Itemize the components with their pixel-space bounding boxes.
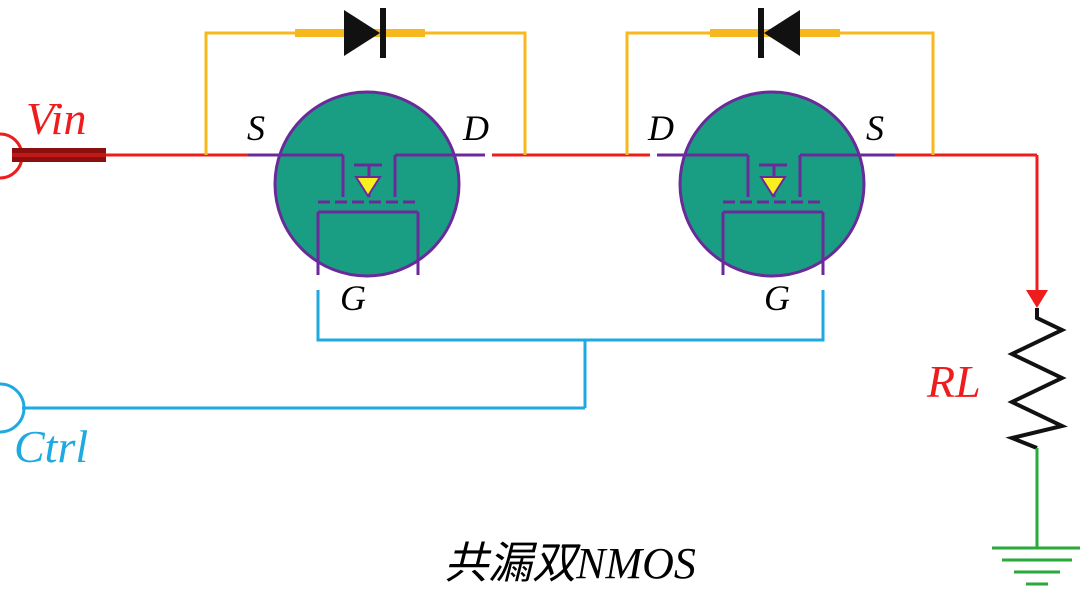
mosfet-q1 [248,90,485,278]
q2-drain-label: D [647,108,674,148]
q1-source-label: S [247,108,265,148]
power-path [106,153,1039,292]
ctrl-terminal [0,382,26,434]
q1-gate-label: G [340,278,366,318]
q2-source-label: S [866,108,884,148]
vin-label: Vin [26,93,86,144]
gate-control-path [22,290,825,410]
load-resistor-icon [1005,308,1068,450]
mosfet-q2 [657,90,895,278]
q1-channel-arrow-icon [354,176,382,198]
body-diode-1-icon [295,8,425,58]
ground-icon [992,448,1080,586]
q1-drain-label: D [462,108,489,148]
body-diode-2-icon [710,8,840,58]
ctrl-label: Ctrl [14,421,88,472]
q2-gate-label: G [764,278,790,318]
vin-terminal [0,132,106,180]
current-arrow-icon [1026,290,1048,308]
q2-channel-arrow-icon [759,176,787,198]
diagram-title: 共漏双NMOS [444,539,696,588]
rl-label: RL [926,356,981,407]
